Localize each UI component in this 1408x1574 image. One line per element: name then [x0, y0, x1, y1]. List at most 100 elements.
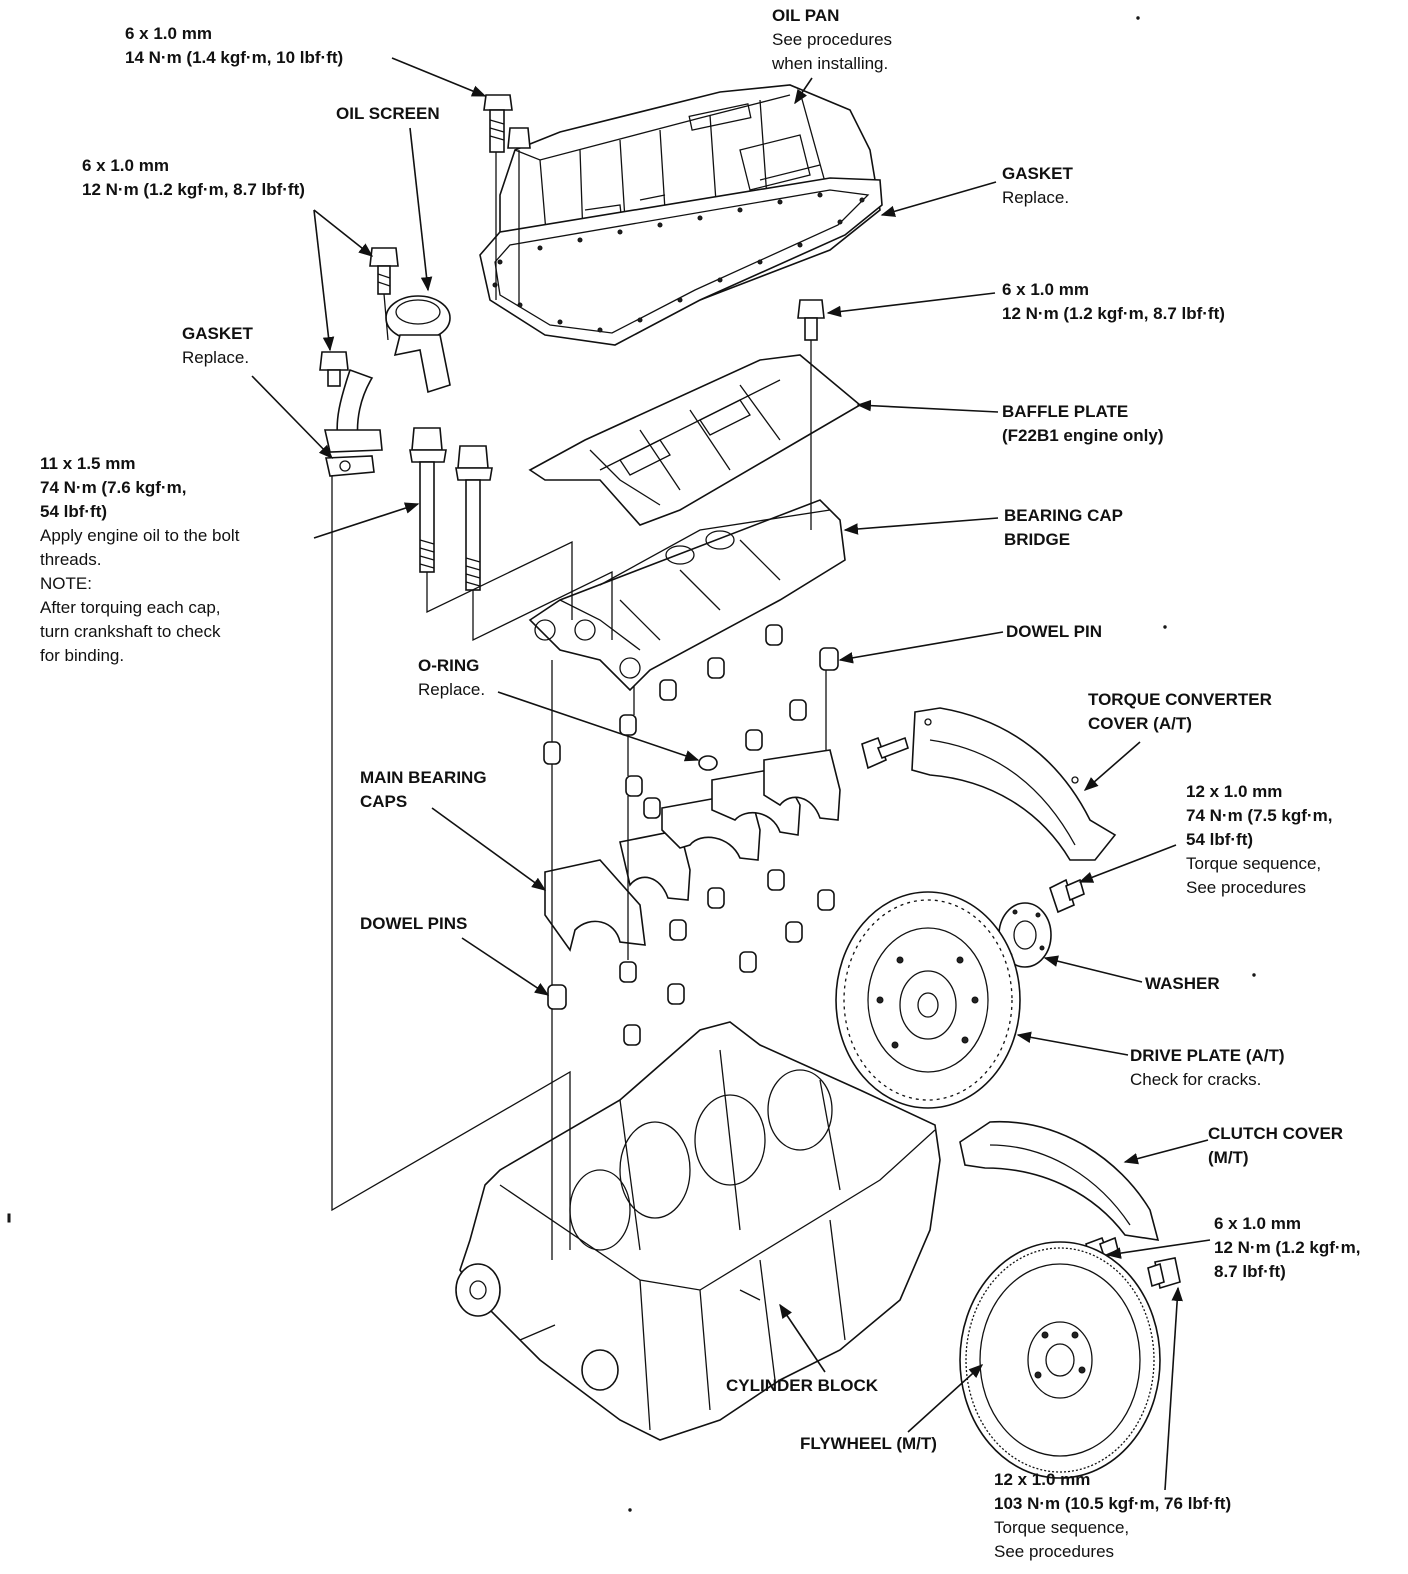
baffle-bolt-size: 6 x 1.0 mm	[1002, 280, 1089, 299]
main-bolt-desc-4: After torquing each cap,	[40, 598, 221, 617]
drive-plate-label: DRIVE PLATE (A/T) Check for cracks.	[1130, 1044, 1285, 1092]
flywheel-bolt-desc-2: See procedures	[994, 1542, 1115, 1561]
oil-screen-part	[323, 295, 451, 453]
clutch-cover-part	[959, 1121, 1160, 1241]
oil-pan-bolt-torque: 14 N·m (1.4 kgf·m, 10 lbf·ft)	[125, 48, 344, 67]
oil-screen-bolt-size: 6 x 1.0 mm	[82, 156, 169, 175]
oil-screen-bolt-part	[369, 247, 399, 295]
flywheel-bolt-size: 12 x 1.0 mm	[994, 1470, 1091, 1489]
drive-plate-bolt-torque-2: 54 lbf·ft)	[1186, 830, 1254, 849]
washer-label: WASHER	[1145, 972, 1220, 996]
cylinder-block-label: CYLINDER BLOCK	[726, 1374, 878, 1398]
cylinder-block-title: CYLINDER BLOCK	[726, 1376, 879, 1395]
oil-screen-flange-bolt-part	[319, 351, 349, 387]
oil-screen-gasket-part	[325, 455, 375, 477]
baffle-bolt-torque: 12 N·m (1.2 kgf·m, 8.7 lbf·ft)	[1002, 304, 1225, 323]
oil-pan-desc-1: See procedures	[772, 30, 893, 49]
main-bearing-caps-label: MAIN BEARING CAPS	[360, 766, 487, 814]
main-bearing-caps-line-1: MAIN BEARING	[360, 768, 487, 787]
bearing-cap-bridge-line-2: BRIDGE	[1004, 530, 1071, 549]
oil-pan-title: OIL PAN	[772, 6, 840, 25]
dowel-pin-label: DOWEL PIN	[1006, 620, 1102, 644]
drive-plate-bolt-torque-1: 74 N·m (7.5 kgf·m,	[1186, 806, 1333, 825]
oil-pan-bolt-label: 6 x 1.0 mm 14 N·m (1.4 kgf·m, 10 lbf·ft)	[125, 22, 343, 70]
washer-part	[998, 902, 1052, 968]
oil-screen-bolt-torque: 12 N·m (1.2 kgf·m, 8.7 lbf·ft)	[82, 180, 305, 199]
clutch-cover-bolt-torque-2: 8.7 lbf·ft)	[1214, 1262, 1286, 1281]
oil-pan-desc-2: when installing.	[772, 54, 889, 73]
drive-plate-bolt-desc-2: See procedures	[1186, 878, 1307, 897]
screen-gasket-desc: Replace.	[182, 348, 250, 367]
drive-plate-desc: Check for cracks.	[1130, 1070, 1262, 1089]
dowel-pins-title: DOWEL PINS	[360, 914, 468, 933]
baffle-plate-label: BAFFLE PLATE (F22B1 engine only)	[1002, 400, 1164, 448]
alignment-lines	[331, 150, 827, 1260]
clutch-cover-line-1: CLUTCH COVER	[1208, 1124, 1344, 1143]
oil-screen-bolt-label: 6 x 1.0 mm 12 N·m (1.2 kgf·m, 8.7 lbf·ft…	[82, 154, 305, 202]
baffle-plate-title: BAFFLE PLATE	[1002, 402, 1129, 421]
main-bearing-caps-line-2: CAPS	[360, 792, 408, 811]
flywheel-part	[959, 1241, 1161, 1479]
o-ring-part	[698, 755, 718, 771]
bearing-cap-bridge-line-1: BEARING CAP	[1004, 506, 1124, 525]
drive-plate-title: DRIVE PLATE (A/T)	[1130, 1046, 1285, 1065]
flywheel-bolt-torque: 103 N·m (10.5 kgf·m, 76 lbf·ft)	[994, 1494, 1232, 1513]
main-bolt-desc-1: Apply engine oil to the bolt	[40, 526, 240, 545]
dowel-pins-label: DOWEL PINS	[360, 912, 467, 936]
clutch-cover-bolt-torque-1: 12 N·m (1.2 kgf·m,	[1214, 1238, 1361, 1257]
screen-gasket-title: GASKET	[182, 324, 253, 343]
oil-pan-bolt-size: 6 x 1.0 mm	[125, 24, 212, 43]
screen-gasket-label: GASKET Replace.	[182, 322, 253, 370]
torque-converter-cover-part	[911, 707, 1117, 861]
baffle-plate-note: (F22B1 engine only)	[1002, 426, 1164, 445]
o-ring-title: O-RING	[418, 656, 480, 675]
pan-gasket-desc: Replace.	[1002, 188, 1070, 207]
o-ring-desc: Replace.	[418, 680, 486, 699]
o-ring-label: O-RING Replace.	[418, 654, 485, 702]
flywheel-bolt-desc-1: Torque sequence,	[994, 1518, 1130, 1537]
bearing-cap-bridge-label: BEARING CAP BRIDGE	[1004, 504, 1123, 552]
pan-gasket-label: GASKET Replace.	[1002, 162, 1073, 210]
main-bolt-torque-2: 54 lbf·ft)	[40, 502, 108, 521]
dowel-pins-part	[543, 624, 839, 1046]
pan-gasket-title: GASKET	[1002, 164, 1073, 183]
drive-plate-part	[835, 891, 1021, 1109]
dowel-pin-title: DOWEL PIN	[1006, 622, 1103, 641]
drive-plate-bolt-part	[1049, 878, 1085, 914]
cylinder-block-part	[455, 1021, 941, 1441]
drive-plate-bolt-desc-1: Torque sequence,	[1186, 854, 1322, 873]
torque-converter-cover-label: TORQUE CONVERTER COVER (A/T)	[1088, 688, 1272, 736]
drive-plate-bolt-size: 12 x 1.0 mm	[1186, 782, 1283, 801]
oil-screen-label: OIL SCREEN	[336, 102, 440, 126]
main-bolt-label: 11 x 1.5 mm 74 N·m (7.6 kgf·m, 54 lbf·ft…	[40, 452, 239, 668]
clutch-cover-bolt-size: 6 x 1.0 mm	[1214, 1214, 1301, 1233]
main-bolt-desc-3: NOTE:	[40, 574, 92, 593]
oil-pan-bolt-part	[483, 94, 531, 153]
bearing-cap-bridge-part	[528, 499, 846, 692]
flywheel-label: FLYWHEEL (M/T)	[800, 1432, 937, 1456]
torque-converter-cover-bolt-part	[861, 736, 909, 770]
main-bolt-torque-1: 74 N·m (7.6 kgf·m,	[40, 478, 187, 497]
torque-converter-cover-line-1: TORQUE CONVERTER	[1088, 690, 1272, 709]
main-bolt-size: 11 x 1.5 mm	[40, 454, 136, 473]
leader-lines	[251, 57, 1211, 1491]
baffle-bolt-label: 6 x 1.0 mm 12 N·m (1.2 kgf·m, 8.7 lbf·ft…	[1002, 278, 1225, 326]
main-bearing-bolts-part	[409, 427, 493, 591]
torque-converter-cover-line-2: COVER (A/T)	[1088, 714, 1192, 733]
drive-plate-bolt-label: 12 x 1.0 mm 74 N·m (7.5 kgf·m, 54 lbf·ft…	[1186, 780, 1332, 900]
washer-title: WASHER	[1145, 974, 1220, 993]
oil-pan-label: OIL PAN See procedures when installing.	[772, 4, 892, 76]
main-bolt-desc-2: threads.	[40, 550, 102, 569]
clutch-cover-label: CLUTCH COVER (M/T)	[1208, 1122, 1343, 1170]
baffle-plate-bolt-part	[797, 299, 825, 341]
main-bearing-caps-part	[544, 749, 841, 952]
main-bolt-desc-6: for binding.	[40, 646, 125, 665]
main-bolt-desc-5: turn crankshaft to check	[40, 622, 221, 641]
baffle-plate-part	[528, 354, 862, 526]
clutch-cover-bolt-label: 6 x 1.0 mm 12 N·m (1.2 kgf·m, 8.7 lbf·ft…	[1214, 1212, 1360, 1284]
flywheel-title: FLYWHEEL (M/T)	[800, 1434, 937, 1453]
oil-screen-title: OIL SCREEN	[336, 104, 440, 123]
flywheel-bolt-label: 12 x 1.0 mm 103 N·m (10.5 kgf·m, 76 lbf·…	[994, 1468, 1231, 1564]
flywheel-bolt-part	[1147, 1257, 1181, 1290]
